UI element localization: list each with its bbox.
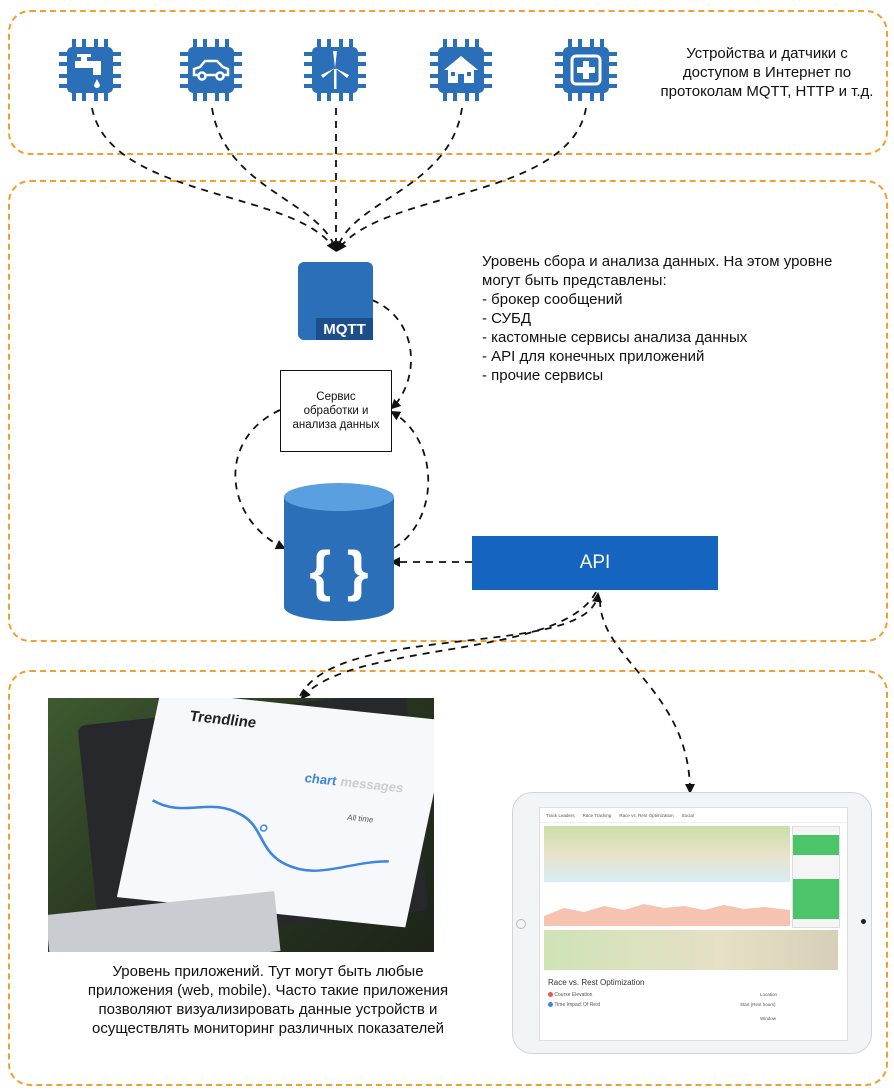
apps-panel — [8, 670, 888, 1086]
apps-caption: Уровень приложений. Тут могут быть любые… — [87, 963, 449, 1037]
tablet-legend-rest: Time Impact Of Rest — [548, 1002, 600, 1008]
analysis-service-label: Сервис обработки и анализа данных — [292, 391, 380, 431]
tablet-map-top — [544, 826, 790, 882]
legend-label: Course Elevation — [554, 992, 593, 998]
analysis-service-box: Сервис обработки и анализа данных — [280, 370, 392, 452]
tablet-elevation-chart — [544, 904, 790, 926]
tablet-side-header — [793, 835, 839, 855]
api-box: API — [472, 536, 718, 590]
tablet-nav-item[interactable]: Track Leaders — [546, 812, 575, 818]
arrow-tap-to-mqtt — [91, 107, 337, 252]
legend-label: Time Impact Of Rest — [554, 1002, 600, 1008]
devices-caption: Устройства и датчики с доступом в Интерн… — [660, 45, 874, 100]
tablet-side-panel — [792, 826, 840, 928]
arrow-house-to-mqtt — [334, 107, 463, 252]
tablet-side-list — [793, 879, 839, 919]
tablet-home-button — [516, 919, 526, 929]
laptop-chart-title: Trendline — [188, 707, 258, 732]
devices-panel — [8, 10, 888, 155]
tablet-screen: Track Leaders Race Tracking Race vs. Res… — [539, 807, 848, 1041]
house-icon — [430, 39, 492, 101]
car-icon — [180, 39, 242, 101]
svg-text:{ }: { } — [309, 539, 368, 602]
tablet-nav-item[interactable]: Race Tracking — [582, 812, 612, 818]
arrow-car-to-mqtt — [211, 107, 339, 252]
tablet-map-bottom — [544, 930, 838, 970]
tablet-field-location: Location — [760, 992, 778, 997]
tablet-nav: Track Leaders Race Tracking Race vs. Res… — [540, 808, 847, 823]
api-label: API — [579, 552, 611, 573]
arrow-api-to-tablet — [599, 599, 695, 794]
wind-turbine-icon — [304, 39, 366, 101]
arrow-service-to-db — [234, 409, 286, 550]
tablet-legend-elevation: Course Elevation — [548, 992, 592, 998]
legend-dot-red — [548, 992, 553, 998]
data-layer-caption: Уровень сбора и анализа данных. На этом … — [482, 253, 833, 384]
data-layer-panel — [8, 180, 888, 642]
arrow-medical-to-mqtt — [336, 107, 587, 252]
laptop-trendline — [151, 799, 389, 872]
tablet-nav-item[interactable]: Social — [681, 812, 694, 818]
tablet-nav-item[interactable]: Race vs. Rest Optimization — [619, 812, 674, 818]
tablet-camera — [861, 919, 866, 924]
tablet-section-title: Race vs. Rest Optimization — [548, 978, 645, 987]
mqtt-label: MQTT — [323, 321, 366, 338]
tablet-field-start: Start (Rest hours) — [740, 1002, 776, 1007]
tablet-field-window: Window — [760, 1016, 777, 1021]
arrow-api-to-laptop — [300, 591, 597, 700]
laptop-screen: Trendline chart messages All time — [116, 698, 434, 928]
arrow-laptop-to-api — [299, 592, 602, 697]
laptop-app-photo: Trendline chart messages All time — [48, 698, 434, 952]
tablet-device: Track Leaders Race Tracking Race vs. Res… — [512, 792, 872, 1054]
medical-cross-icon — [555, 39, 617, 101]
arrow-db-to-service — [390, 410, 430, 549]
arrow-mqtt-to-service — [371, 299, 412, 410]
legend-dot-blue — [548, 1002, 553, 1008]
water-tap-icon — [59, 39, 121, 101]
mqtt-broker-icon — [298, 262, 373, 340]
database-json-icon: { } — [284, 483, 394, 621]
